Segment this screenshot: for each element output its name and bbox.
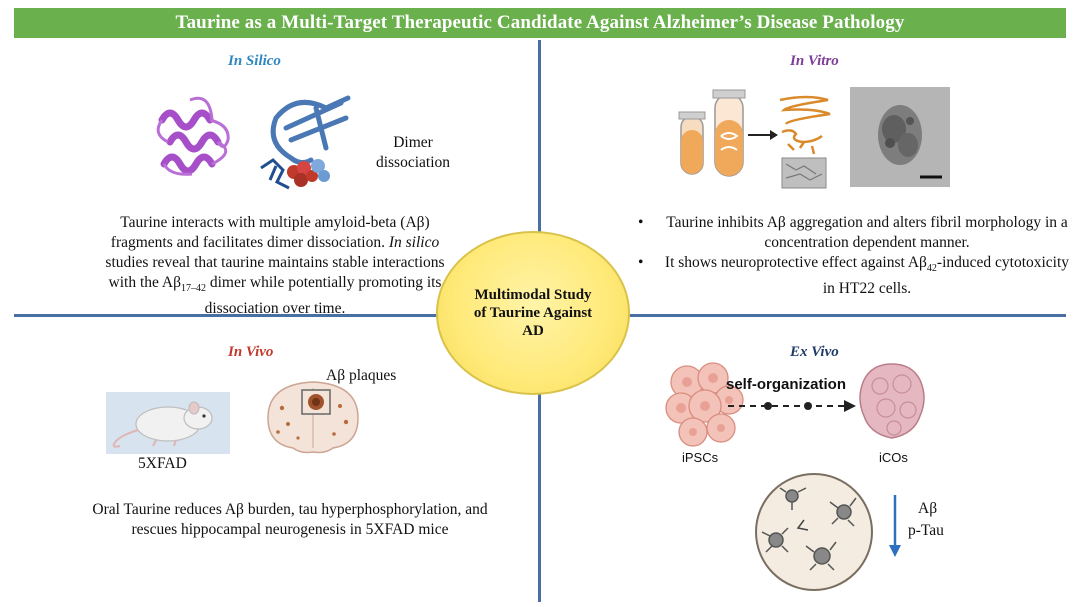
in-vitro-bullet-2b: -induced cytotoxicity in HT22 cells. xyxy=(822,254,1070,298)
in-silico-line-4a: with the Aβ xyxy=(108,274,181,291)
in-vivo-title: In Vivo xyxy=(228,344,274,360)
title-banner: Taurine as a Multi-Target Therapeutic Ca… xyxy=(14,8,1066,38)
brain-section-icon xyxy=(267,381,359,454)
in-vitro-bullet-2sub: 42 xyxy=(926,263,937,275)
plaques-label: Aβ plaques xyxy=(326,367,397,384)
in-silico-line-2b: In silico xyxy=(388,234,440,251)
dimer-dissociation-label: Dimer dissociation xyxy=(375,134,451,171)
organoid-icon xyxy=(859,363,925,439)
mouse-label: 5XFAD xyxy=(138,455,187,472)
in-vitro-bullet-2: It shows neuroprotective effect against … xyxy=(636,253,1076,299)
down-arrow-icon xyxy=(889,495,901,557)
ex-vivo-title: Ex Vivo xyxy=(790,344,839,360)
center-circle: Multimodal Study of Taurine Against AD xyxy=(436,231,630,395)
in-vitro-bullets: Taurine inhibits Aβ aggregation and alte… xyxy=(636,213,1076,299)
in-silico-line-2a: fragments and facilitates dimer dissocia… xyxy=(110,234,385,251)
fibril-icon xyxy=(779,95,831,189)
diagram-title: Taurine as a Multi-Target Therapeutic Ca… xyxy=(175,12,905,33)
in-vitro-bullet-2a: It shows neuroprotective effect against … xyxy=(664,254,927,271)
in-silico-line-5: dissociation over time. xyxy=(204,300,346,318)
in-vitro-title: In Vitro xyxy=(790,53,839,69)
in-silico-line-4: with the Aβ17–42 dimer while potentially… xyxy=(40,273,510,299)
center-label: Multimodal Study of Taurine Against AD xyxy=(473,287,593,339)
protein-ribbon-icon xyxy=(156,96,230,176)
in-vitro-bullet-1: Taurine inhibits Aβ aggregation and alte… xyxy=(636,213,1076,253)
in-silico-title: In Silico xyxy=(228,53,281,69)
right-arrow-icon xyxy=(748,130,778,140)
protein-dimer-icon xyxy=(260,95,351,190)
ipsc-label: iPSCs xyxy=(682,450,719,465)
self-organization-label: self-organization xyxy=(726,376,847,393)
neuron-dish-icon xyxy=(755,473,873,591)
in-silico-line-1: Taurine interacts with multiple amyloid-… xyxy=(120,214,430,231)
test-tube-icon xyxy=(678,89,746,177)
ptau-label: p-Tau xyxy=(908,522,944,539)
mouse-icon xyxy=(106,392,230,454)
ipsc-cluster-icon xyxy=(665,362,744,447)
abeta-label: Aβ xyxy=(918,500,938,517)
in-silico-line-4sub: 17–42 xyxy=(180,283,206,295)
in-silico-line-4b: dimer while potentially promoting its xyxy=(205,274,442,291)
tem-image-icon xyxy=(850,87,950,187)
ico-label: iCOs xyxy=(879,450,908,465)
in-silico-line-3: studies reveal that taurine maintains st… xyxy=(105,254,445,271)
in-vivo-description: Oral Taurine reduces Aβ burden, tau hype… xyxy=(92,501,488,538)
in-silico-line-2: fragments and facilitates dimer dissocia… xyxy=(40,233,510,253)
in-silico-description: Taurine interacts with multiple amyloid-… xyxy=(40,213,510,319)
self-organization-arrow-icon xyxy=(728,400,856,412)
